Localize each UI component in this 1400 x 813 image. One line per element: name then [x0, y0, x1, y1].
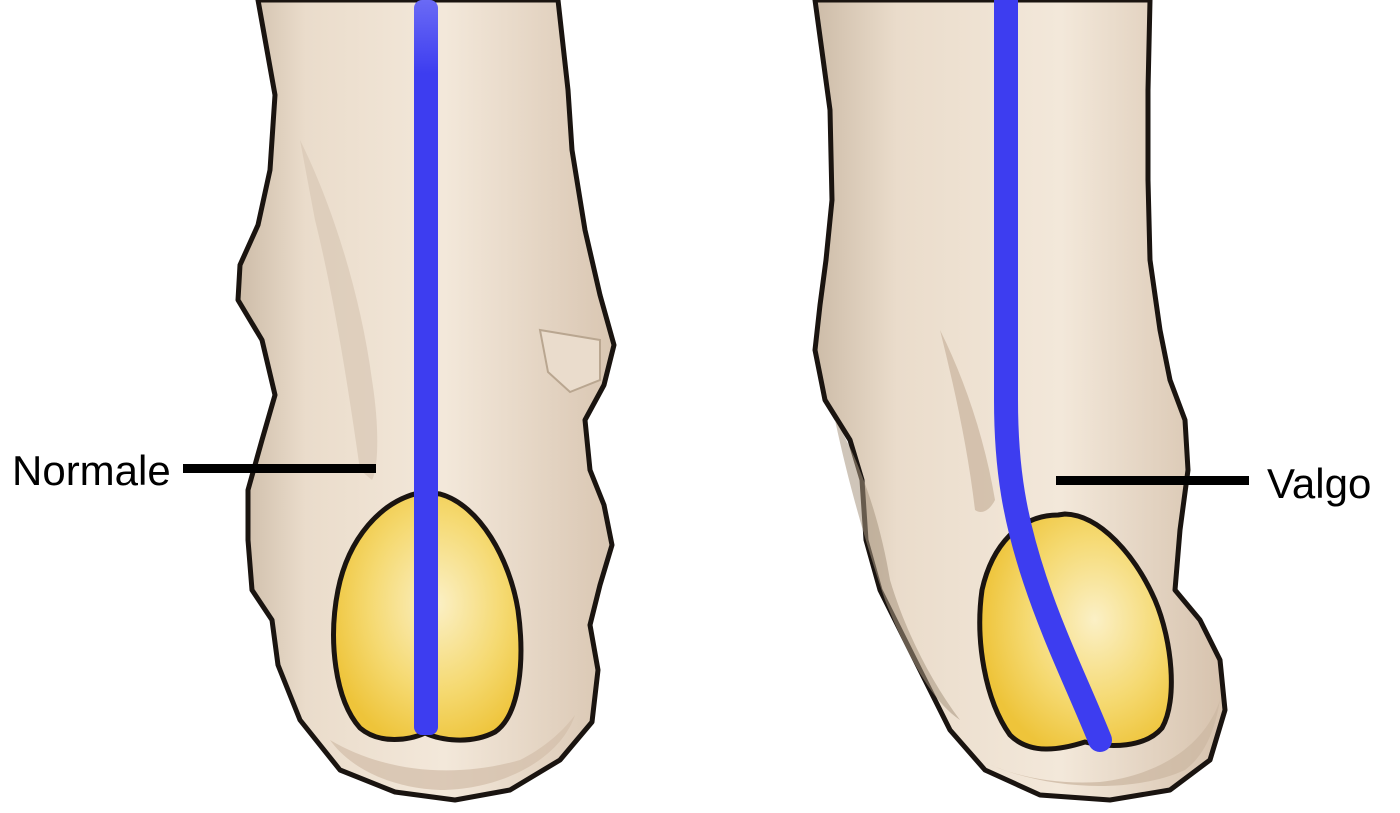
left-heel-normal [235, 0, 617, 803]
left-heel-bottom-shade [330, 715, 575, 790]
right-inner-shadow [835, 420, 960, 720]
left-ankle-fold [538, 328, 601, 394]
right-heel-valgus [812, 0, 1228, 803]
normale-leader-line [183, 464, 376, 473]
valgo-label: Valgo [1267, 460, 1372, 507]
normale-label: Normale [12, 447, 171, 494]
right-tendon-shadow [940, 330, 995, 512]
left-tendon-shadow [300, 140, 378, 480]
left-axis-line [414, 0, 438, 735]
right-axis-line [994, 0, 1112, 752]
valgo-leader-line [1056, 476, 1249, 485]
